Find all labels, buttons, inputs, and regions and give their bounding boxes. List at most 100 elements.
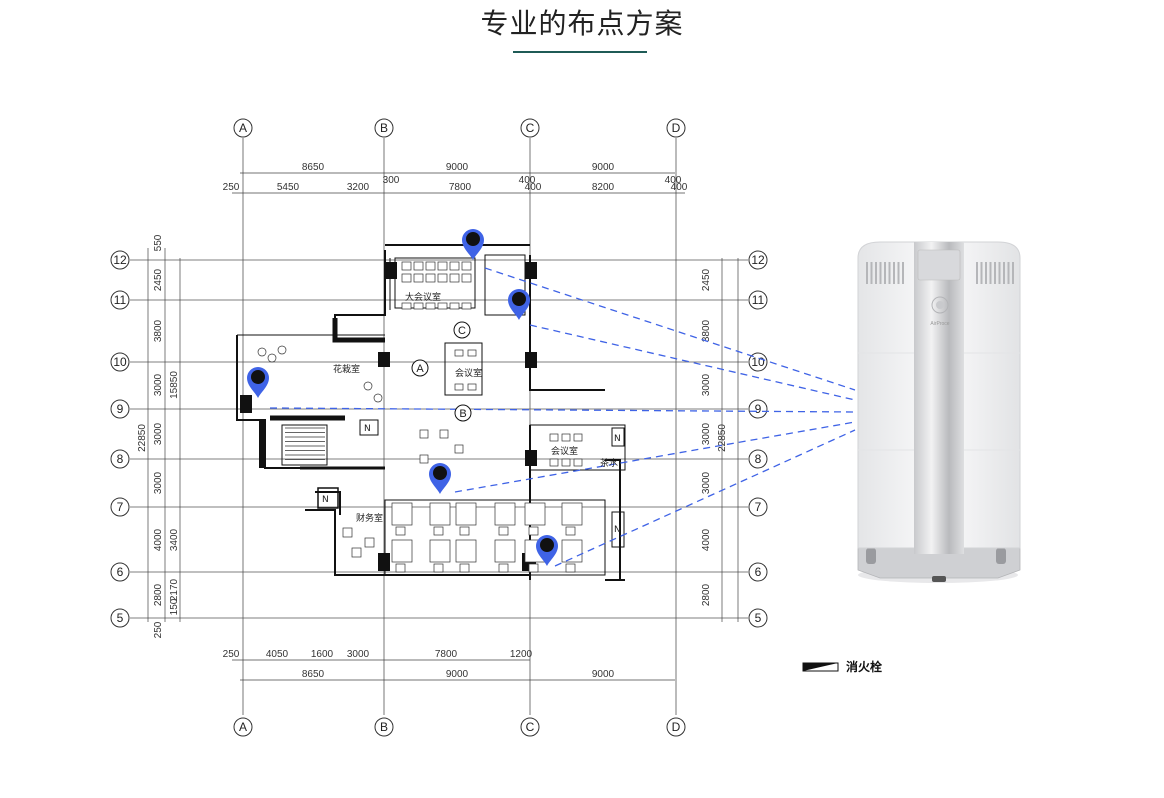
legend: 消火栓 bbox=[802, 659, 882, 674]
airflow-line-2 bbox=[269, 407, 856, 413]
seat-meeting-center bbox=[467, 383, 477, 391]
dim-bottom-detail-4: 7800 bbox=[435, 649, 458, 660]
axis-right-6: 6 bbox=[748, 562, 768, 582]
shaft-label-2: N bbox=[322, 495, 329, 505]
axis-right-6-circle bbox=[748, 562, 768, 582]
desk bbox=[391, 539, 413, 563]
dim-top-detail-6: 400 bbox=[525, 182, 542, 193]
seat-big-meeting bbox=[461, 261, 472, 271]
seat-meeting-right bbox=[549, 458, 559, 467]
shaft-label-4: N bbox=[614, 525, 621, 535]
axis-right-12: 12 bbox=[748, 250, 768, 270]
axis-top-D-circle bbox=[666, 118, 686, 138]
axis-bottom-B-circle bbox=[374, 717, 394, 737]
room-label-finance: 财务室 bbox=[356, 512, 383, 524]
section-marker-b-label: B bbox=[459, 408, 466, 420]
axis-top-B-circle bbox=[374, 118, 394, 138]
seat-finance bbox=[364, 537, 375, 548]
axis-left-5: 5 bbox=[110, 608, 130, 628]
axis-top-A-circle bbox=[233, 118, 253, 138]
room-label-meeting-right: 会议室 bbox=[551, 445, 578, 457]
dim-left-total: 22850 bbox=[137, 424, 148, 452]
section-marker-a: A bbox=[411, 359, 429, 377]
axis-bottom-C: C bbox=[520, 717, 540, 737]
seat-big-meeting bbox=[437, 302, 448, 310]
axis-left-7-label: 7 bbox=[117, 500, 124, 514]
axis-top-D-label: D bbox=[672, 121, 681, 135]
seat-big-meeting bbox=[401, 302, 412, 310]
shaft-label-3: N bbox=[614, 434, 621, 444]
axis-right-10-circle bbox=[748, 352, 768, 372]
chair bbox=[433, 563, 444, 573]
axis-left-10: 10 bbox=[110, 352, 130, 372]
axis-bottom-B-label: B bbox=[380, 720, 388, 734]
axis-bottom-D: D bbox=[666, 717, 686, 737]
seat-big-meeting bbox=[449, 302, 460, 310]
dim-left-outer-7: 2800 bbox=[153, 583, 164, 606]
axis-left-12-label: 12 bbox=[113, 253, 127, 267]
location-pin-icon bbox=[247, 367, 269, 398]
desk bbox=[494, 539, 516, 563]
dim-top-detail-2: 3200 bbox=[347, 182, 370, 193]
axis-left-7: 7 bbox=[110, 497, 130, 517]
dim-left-inner-2: 2170 bbox=[169, 578, 180, 601]
chair bbox=[433, 526, 444, 536]
dim-left-outer-0: 550 bbox=[153, 234, 164, 251]
pin-dot bbox=[251, 370, 265, 384]
chair bbox=[565, 563, 576, 573]
dim-left-outer-4: 3000 bbox=[153, 422, 164, 445]
dimension-lines bbox=[147, 172, 739, 681]
axis-right-9-circle bbox=[748, 399, 768, 419]
airflow-line-1 bbox=[529, 324, 856, 401]
axis-bottom-A-circle bbox=[233, 717, 253, 737]
desk bbox=[391, 502, 413, 526]
chair bbox=[395, 563, 406, 573]
pin-dot bbox=[512, 292, 526, 306]
seat-finance bbox=[342, 527, 353, 538]
seat-big-meeting bbox=[413, 261, 424, 271]
axis-left-7-circle bbox=[110, 497, 130, 517]
section-marker-c: C bbox=[453, 321, 471, 339]
seat-big-meeting bbox=[437, 273, 448, 283]
plant bbox=[363, 381, 373, 391]
dim-top-detail-3: 300 bbox=[383, 175, 400, 186]
axis-bottom-D-circle bbox=[666, 717, 686, 737]
vent-slot bbox=[875, 262, 877, 284]
section-marker-c-label: C bbox=[458, 325, 466, 337]
vent-slot bbox=[998, 262, 1001, 284]
dim-top-detail-9: 400 bbox=[671, 182, 688, 193]
dim-top-detail-7: 8200 bbox=[592, 182, 615, 193]
axis-bottom-B: B bbox=[374, 717, 394, 737]
vent-slot bbox=[1003, 262, 1005, 284]
dim-left-inner-1: 3400 bbox=[169, 528, 180, 551]
dim-top-detail-8: 400 bbox=[665, 175, 682, 186]
vent-slot bbox=[1007, 262, 1010, 284]
dim-bottom-total-1: 9000 bbox=[446, 669, 469, 680]
seat-big-meeting bbox=[425, 302, 436, 310]
dim-left-outer-1: 2450 bbox=[153, 268, 164, 291]
room-label-big-meeting: 大会议室 bbox=[405, 291, 441, 303]
axis-right-5-circle bbox=[748, 608, 768, 628]
dim-right-outer-2: 3000 bbox=[701, 373, 712, 396]
vent-slot bbox=[985, 262, 987, 284]
desk bbox=[561, 539, 583, 563]
seat-big-meeting bbox=[413, 302, 424, 310]
plant bbox=[267, 353, 277, 363]
vent-slot bbox=[989, 262, 992, 284]
air-purifier-image: AirProce bbox=[857, 241, 1021, 583]
dim-top-detail-4: 7800 bbox=[449, 182, 472, 193]
axis-right-6-label: 6 bbox=[755, 565, 762, 579]
desk bbox=[494, 502, 516, 526]
seat-big-meeting bbox=[437, 261, 448, 271]
hydrant-legend-icon-fill bbox=[803, 663, 838, 671]
pin-dot bbox=[466, 232, 480, 246]
airflow-line-0 bbox=[484, 267, 856, 391]
axis-top-B-label: B bbox=[380, 121, 388, 135]
location-pin-icon bbox=[462, 229, 484, 260]
axis-left-11-label: 11 bbox=[114, 293, 127, 307]
seat-big-meeting bbox=[449, 261, 460, 271]
axis-top-A: A bbox=[233, 118, 253, 138]
chair bbox=[498, 563, 509, 573]
axis-left-8-circle bbox=[110, 449, 130, 469]
